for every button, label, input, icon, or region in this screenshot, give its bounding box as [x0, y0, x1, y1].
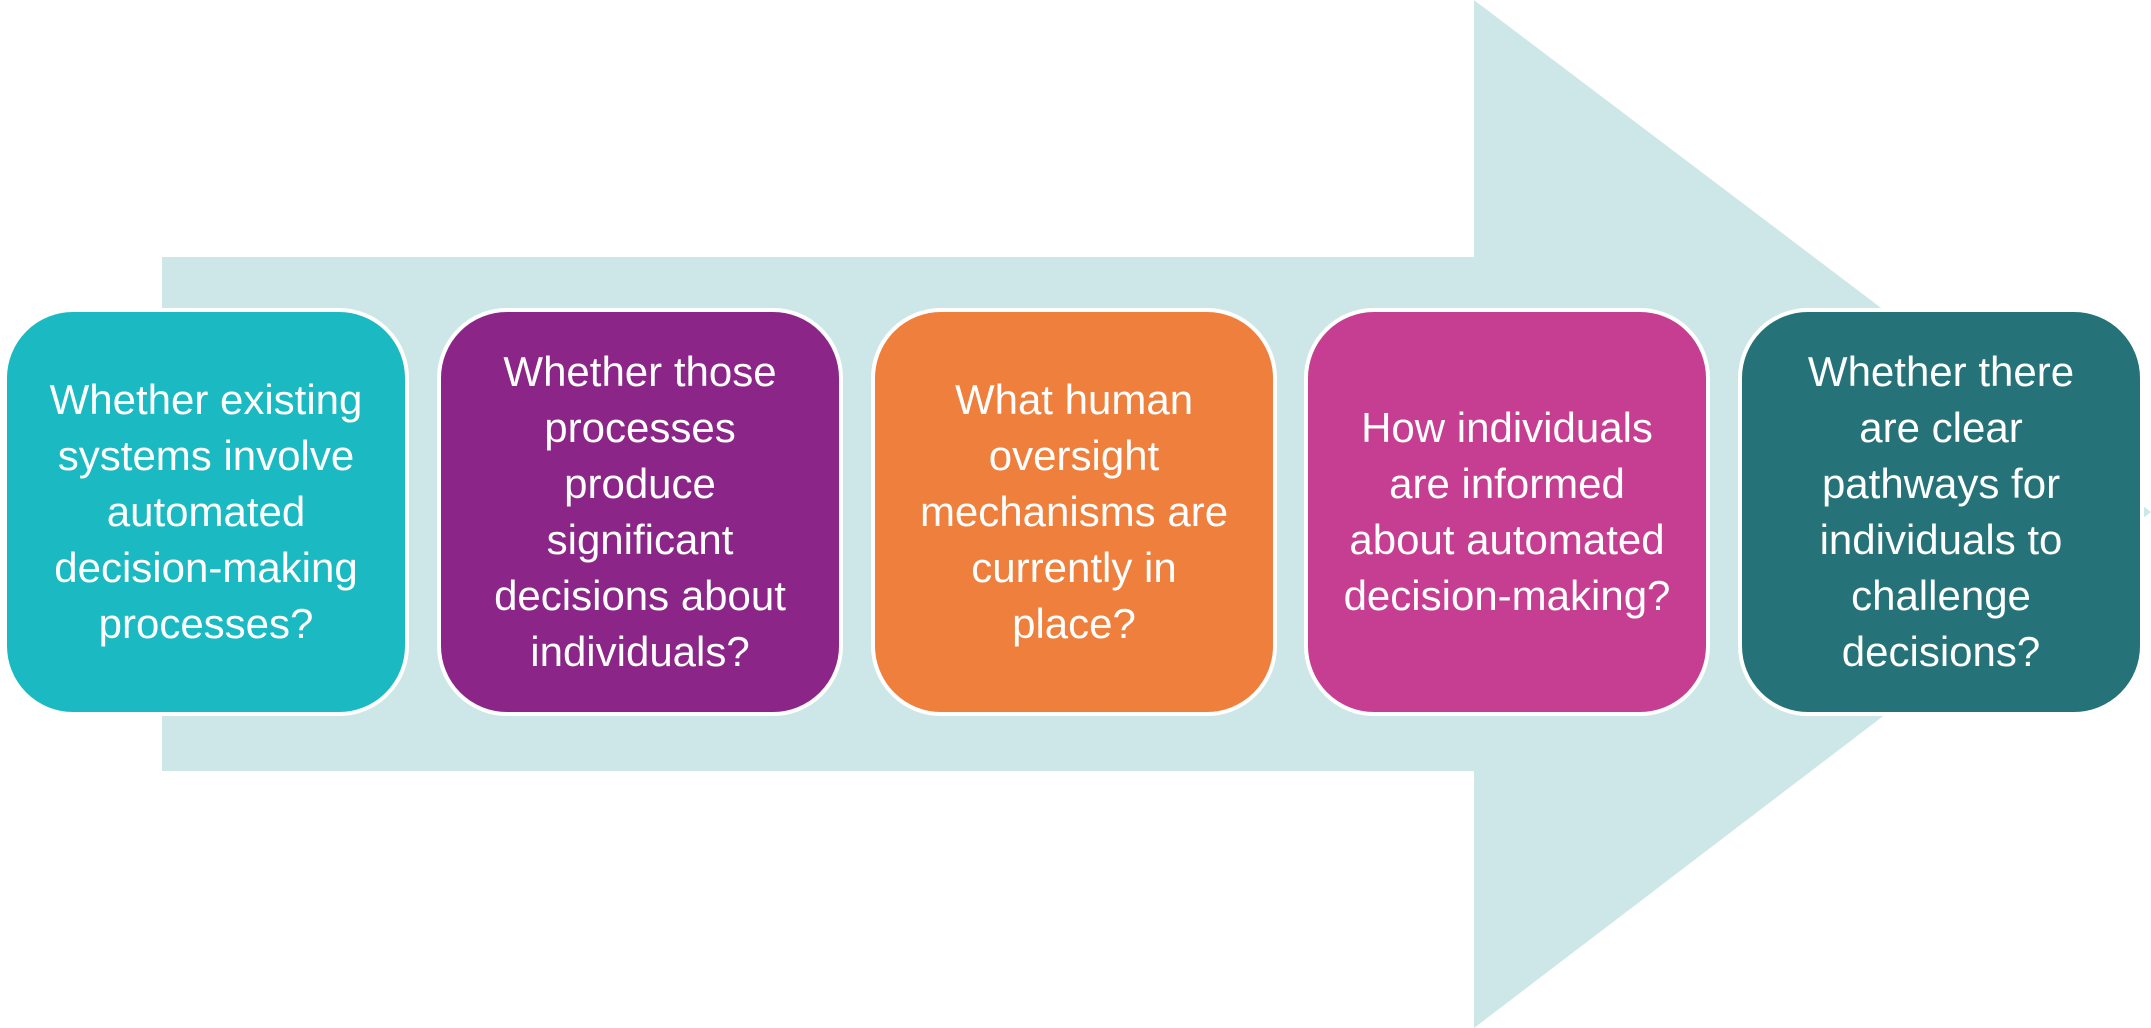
step-box-human-oversight: What human oversight mechanisms are curr…	[871, 308, 1277, 716]
step-text: How individuals are informed about autom…	[1343, 404, 1671, 619]
step-text: Whether existing systems involve automat…	[49, 376, 363, 647]
step-box-individuals-informed: How individuals are informed about autom…	[1304, 308, 1710, 716]
step-box-challenge-pathways: Whether there are clear pathways for ind…	[1738, 308, 2144, 716]
step-text: Whether there are clear pathways for ind…	[1807, 348, 2075, 675]
step-box-existing-systems: Whether existing systems involve automat…	[3, 308, 409, 716]
step-text: Whether those processes produce signific…	[494, 348, 786, 675]
step-text: What human oversight mechanisms are curr…	[919, 376, 1229, 647]
step-box-significant-decisions: Whether those processes produce signific…	[437, 308, 843, 716]
